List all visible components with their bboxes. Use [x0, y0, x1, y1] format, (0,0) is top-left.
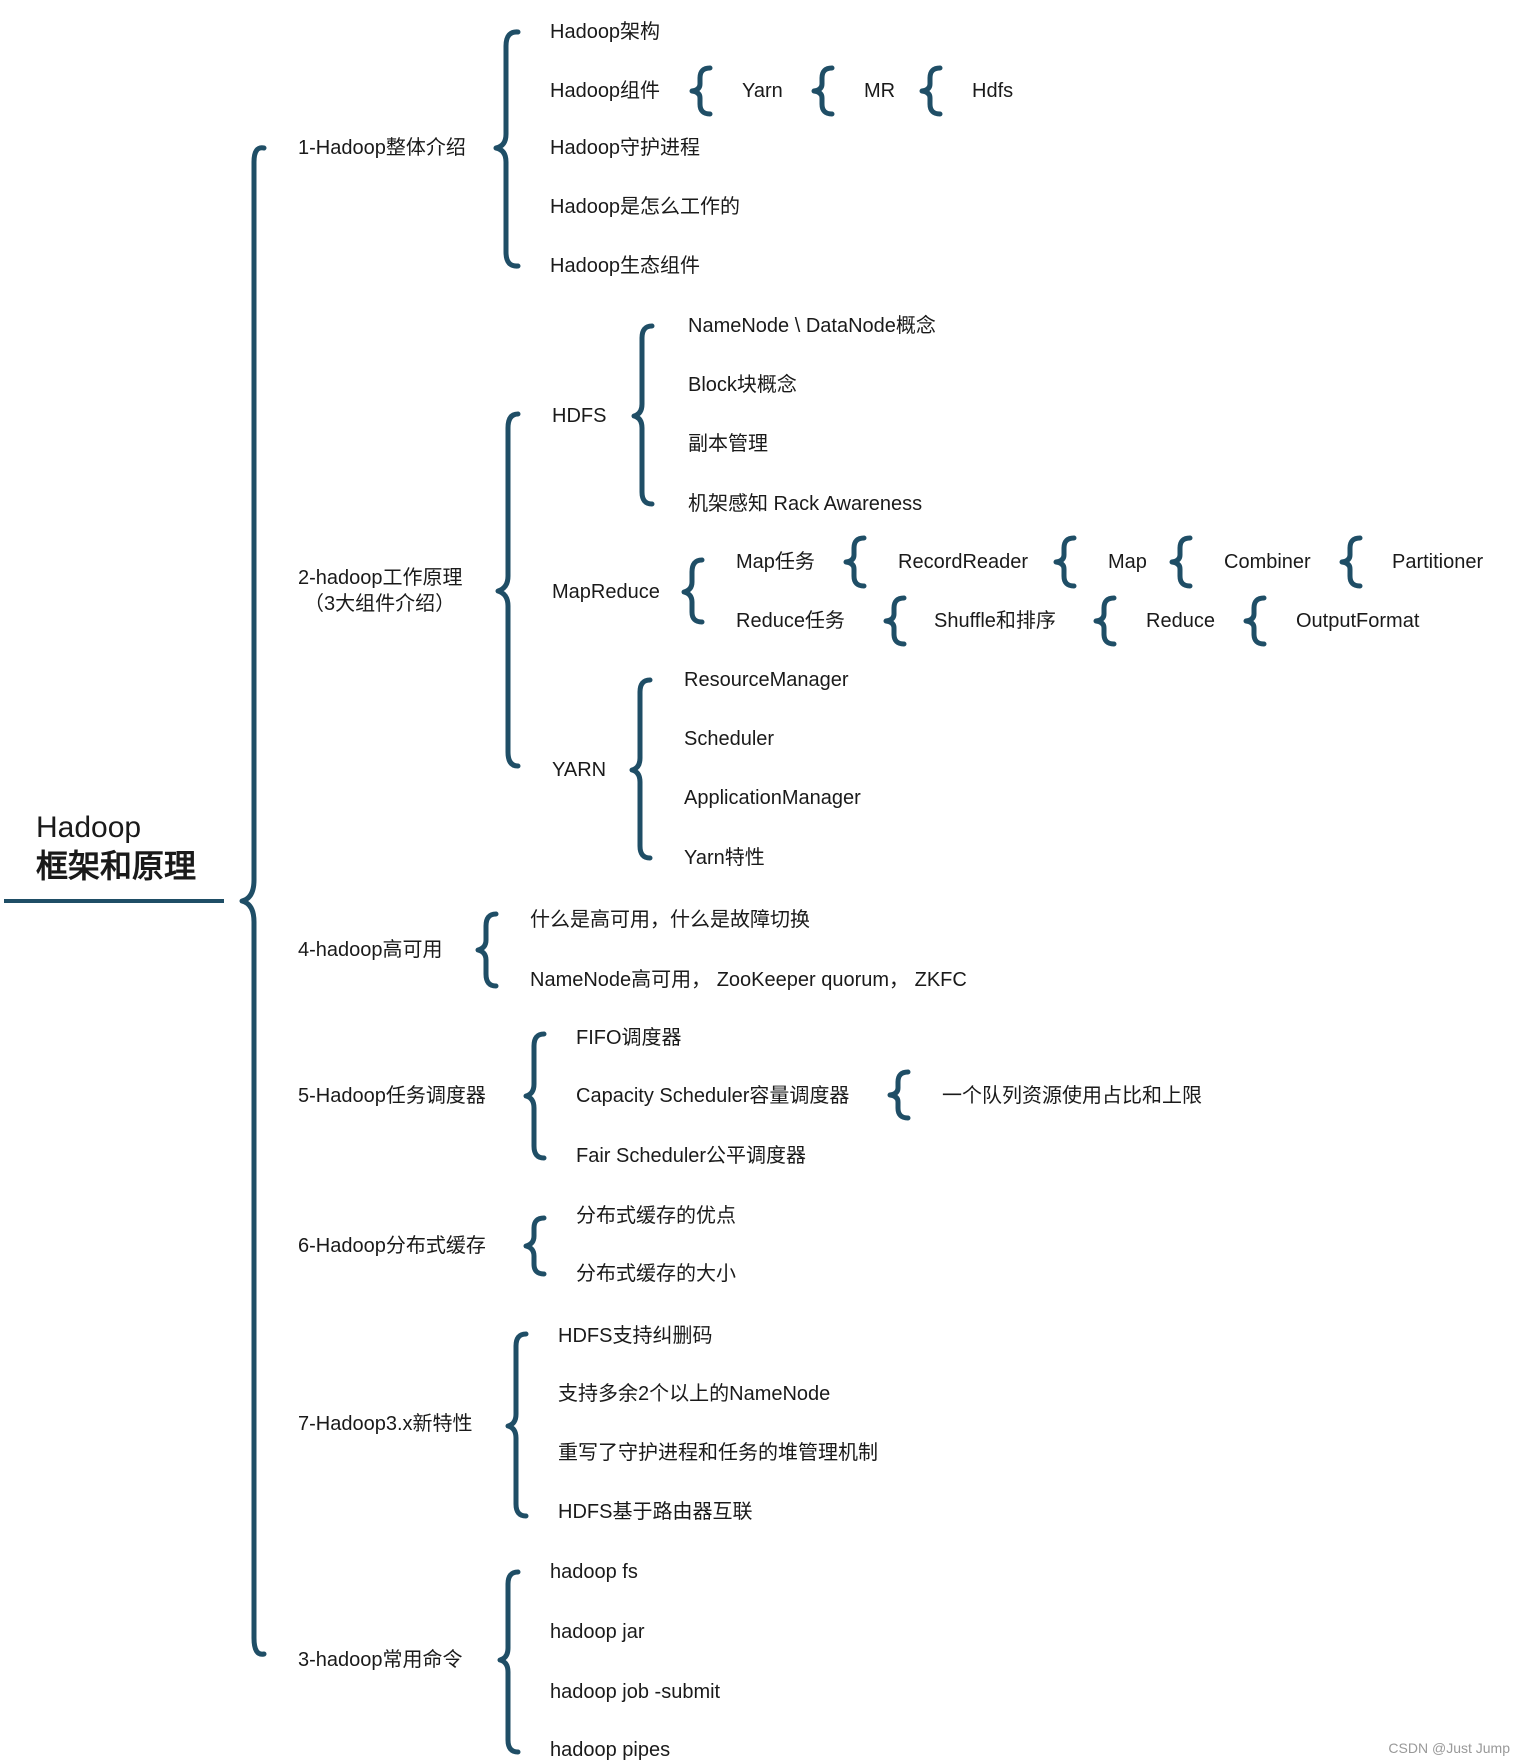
reduce-chain-outputformat: OutputFormat [1296, 610, 1420, 632]
s3-item-hadoop-pipes: hadoop pipes [550, 1739, 671, 1761]
yarn-item-scheduler: Scheduler [684, 728, 775, 750]
section6-bracket [523, 1215, 547, 1277]
reduce-brace-3 [1243, 595, 1267, 647]
section4-bracket [475, 911, 499, 989]
s7-item-router-federation: HDFS基于路由器互联 [558, 1501, 753, 1523]
s5-item-fair: Fair Scheduler公平调度器 [576, 1145, 807, 1167]
hdfs-item-namenode: NameNode \ DataNode概念 [688, 315, 936, 337]
mapreduce-bracket [681, 557, 705, 625]
s1-item-components: Hadoop组件 [550, 80, 661, 102]
s5-item-capacity: Capacity Scheduler容量调度器 [576, 1085, 850, 1107]
chain-brace-yarn [689, 65, 713, 117]
s1-item-ecosystem: Hadoop生态组件 [550, 255, 701, 277]
reduce-brace-1 [883, 595, 907, 647]
map-brace-4 [1339, 535, 1363, 589]
hdfs-item-block: Block块概念 [688, 374, 797, 396]
chain-brace-hdfs [919, 65, 943, 117]
yarn-label: YARN [552, 759, 607, 781]
hdfs-label: HDFS [552, 405, 607, 427]
hdfs-item-rack: 机架感知 Rack Awareness [688, 493, 923, 515]
yarn-item-features: Yarn特性 [684, 847, 765, 869]
section2-label-line1: 2-hadoop工作原理 [298, 567, 463, 589]
mapreduce-label: MapReduce [552, 581, 660, 603]
yarn-bracket [629, 677, 653, 861]
map-brace-3 [1169, 535, 1193, 589]
s3-item-hadoop-fs: hadoop fs [550, 1561, 638, 1583]
map-task-label: Map任务 [736, 551, 815, 573]
root-title: Hadoop 框架和原理 [36, 810, 196, 886]
section1-label: 1-Hadoop整体介绍 [298, 137, 466, 159]
s4-item-namenode-ha: NameNode高可用， ZooKeeper quorum， ZKFC [530, 969, 967, 991]
map-brace-1 [843, 535, 867, 589]
s7-item-multi-namenode: 支持多余2个以上的NameNode [558, 1383, 831, 1405]
s3-item-hadoop-job-submit: hadoop job -submit [550, 1681, 721, 1703]
chain-mr: MR [864, 80, 896, 102]
root-title-line2: 框架和原理 [36, 848, 197, 884]
reduce-brace-2 [1093, 595, 1117, 647]
s1-item-architecture: Hadoop架构 [550, 21, 661, 43]
map-brace-2 [1053, 535, 1077, 589]
root-bracket [239, 145, 267, 1657]
s7-item-heap-management: 重写了守护进程和任务的堆管理机制 [558, 1442, 878, 1464]
section1-bracket [493, 29, 521, 269]
yarn-item-resourcemanager: ResourceManager [684, 669, 849, 691]
map-chain-partitioner: Partitioner [1392, 551, 1484, 573]
s6-item-size: 分布式缓存的大小 [576, 1263, 736, 1285]
s6-item-advantages: 分布式缓存的优点 [576, 1205, 736, 1227]
reduce-task-label: Reduce任务 [736, 610, 845, 632]
map-chain-combiner: Combiner [1224, 551, 1311, 573]
chain-brace-mr [811, 65, 835, 117]
s4-item-ha-failover: 什么是高可用，什么是故障切换 [530, 909, 810, 931]
s7-item-erasure-coding: HDFS支持纠删码 [558, 1325, 713, 1347]
s3-item-hadoop-jar: hadoop jar [550, 1621, 645, 1643]
root-title-line1: Hadoop [36, 811, 142, 844]
section7-bracket [505, 1331, 529, 1519]
section2-label-line2: （3大组件介绍） [304, 593, 456, 615]
yarn-item-applicationmanager: ApplicationManager [684, 787, 861, 809]
s5-item-fifo: FIFO调度器 [576, 1027, 682, 1049]
watermark: CSDN @Just Jump [1388, 1740, 1510, 1756]
section5-label: 5-Hadoop任务调度器 [298, 1085, 486, 1107]
section7-label: 7-Hadoop3.x新特性 [298, 1413, 473, 1435]
section4-label: 4-hadoop高可用 [298, 939, 443, 961]
section5-bracket [523, 1031, 547, 1161]
reduce-chain-reduce: Reduce [1146, 610, 1215, 632]
map-chain-map: Map [1108, 551, 1147, 573]
hdfs-bracket [631, 323, 655, 507]
section2-bracket [495, 411, 521, 769]
s1-item-daemons: Hadoop守护进程 [550, 137, 701, 159]
section3-label: 3-hadoop常用命令 [298, 1649, 463, 1671]
chain-hdfs: Hdfs [972, 80, 1014, 102]
hdfs-item-replica: 副本管理 [688, 433, 768, 455]
section6-label: 6-Hadoop分布式缓存 [298, 1235, 486, 1257]
chain-yarn: Yarn [742, 80, 783, 102]
map-chain-recordreader: RecordReader [898, 551, 1029, 573]
reduce-chain-shuffle: Shuffle和排序 [934, 610, 1056, 632]
capacity-brace [887, 1069, 911, 1121]
section3-bracket [497, 1569, 521, 1755]
s1-item-how-it-works: Hadoop是怎么工作的 [550, 196, 741, 218]
capacity-note: 一个队列资源使用占比和上限 [942, 1085, 1202, 1107]
